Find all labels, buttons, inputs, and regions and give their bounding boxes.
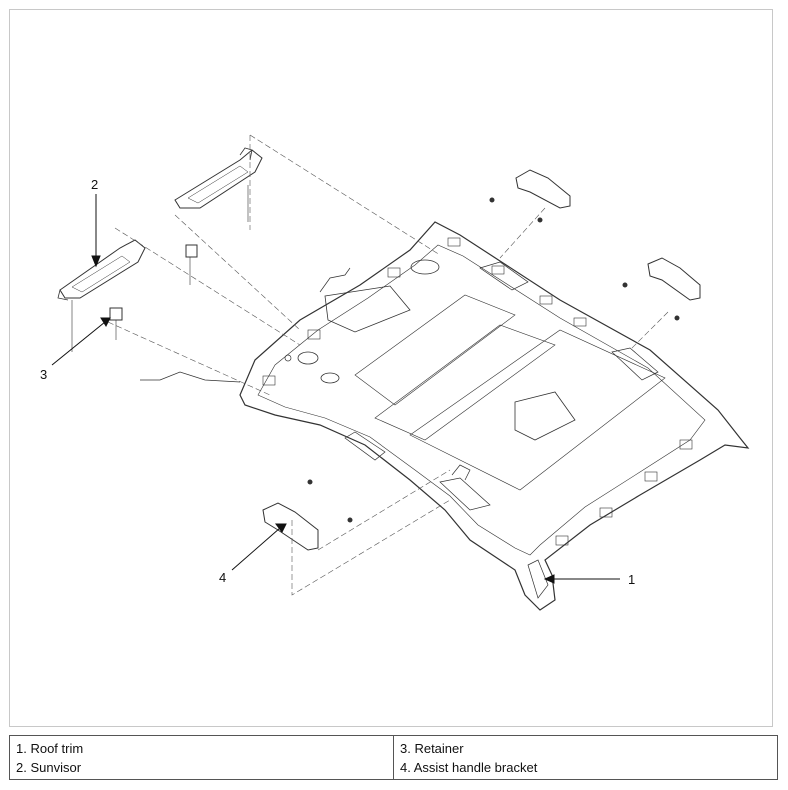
legend-entry-sunvisor: 2. Sunvisor bbox=[16, 760, 82, 775]
legend-entry-assist-handle-bracket: 4. Assist handle bracket bbox=[400, 760, 538, 775]
callout-1: 1 bbox=[628, 572, 635, 587]
legend-table: 1. Roof trim 2. Sunvisor 3. Retainer 4. … bbox=[9, 735, 778, 780]
roof-trim bbox=[140, 221, 750, 611]
leader-lines bbox=[51, 194, 620, 584]
legend-entry-retainer: 3. Retainer bbox=[400, 741, 464, 756]
callout-2: 2 bbox=[91, 177, 98, 192]
callout-3: 3 bbox=[40, 367, 47, 382]
retainer bbox=[71, 185, 249, 352]
legend-column-left: 1. Roof trim 2. Sunvisor bbox=[10, 736, 393, 779]
callout-4: 4 bbox=[219, 570, 226, 585]
legend-entry-roof-trim: 1. Roof trim bbox=[16, 741, 84, 756]
assembly-lines bbox=[107, 134, 669, 596]
assist-handle-bracket bbox=[262, 169, 701, 551]
sunvisor-upper bbox=[174, 147, 263, 209]
exploded-view-diagram: 1 2 3 4 bbox=[40, 134, 750, 611]
sunvisor-lower bbox=[57, 239, 146, 301]
legend-column-right: 3. Retainer 4. Assist handle bracket bbox=[393, 736, 777, 779]
